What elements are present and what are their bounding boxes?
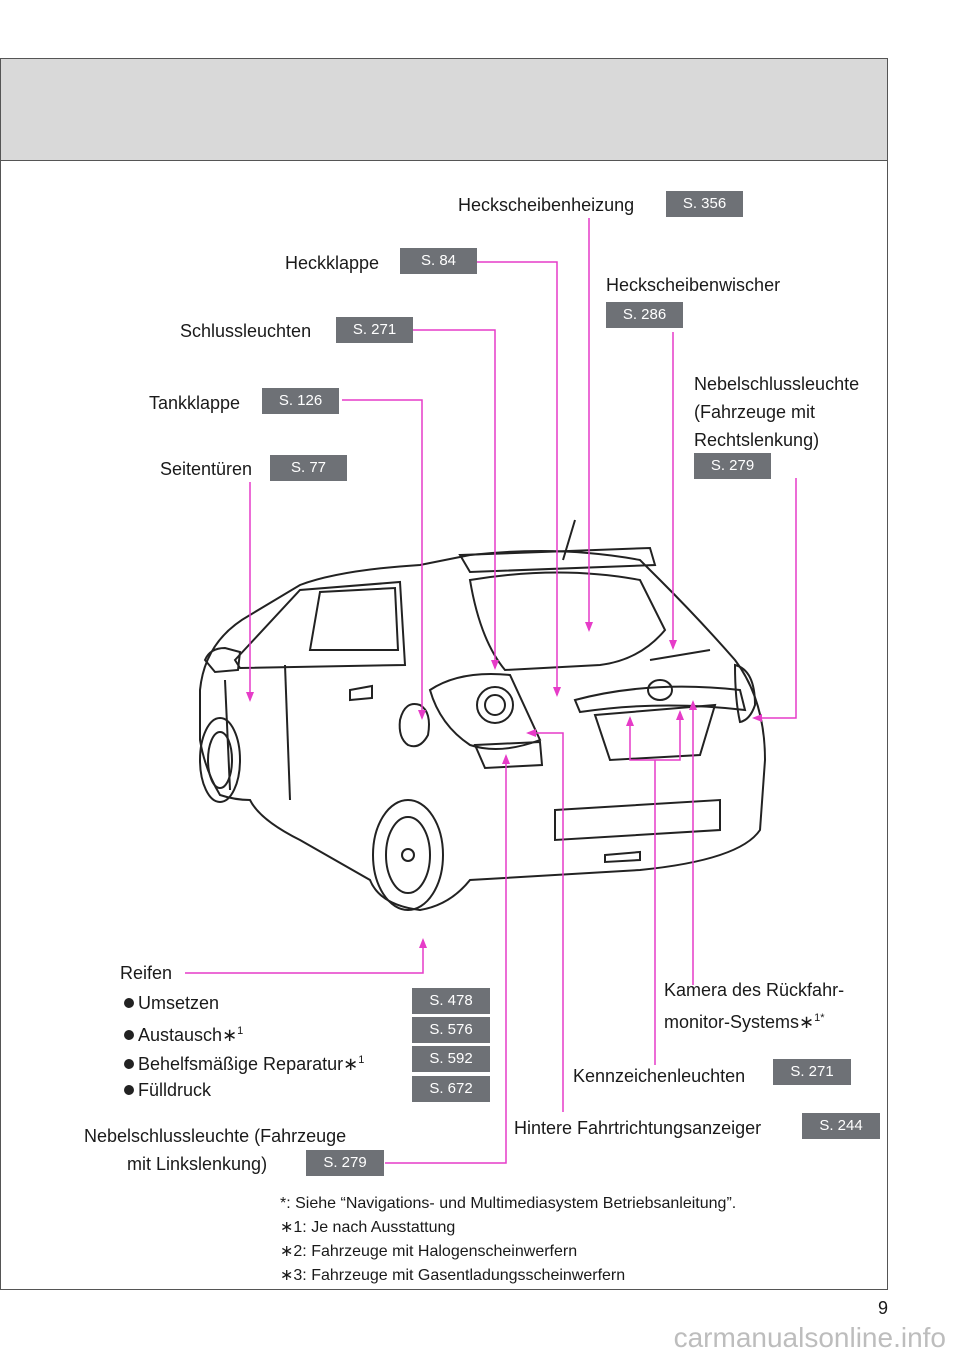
bullet-fuelldruck: Fülldruck xyxy=(124,1079,211,1101)
label-schlussleuchten: Schlussleuchten xyxy=(180,321,312,341)
page-badge-fahrtrichtung[interactable]: S. 244 xyxy=(802,1113,880,1139)
section-header-bar xyxy=(1,59,887,161)
page-badge-umsetzen[interactable]: S. 478 xyxy=(412,988,490,1014)
label-nebel-rechts-3: Rechtslenkung) xyxy=(694,430,820,450)
bullet-umsetzen: Umsetzen xyxy=(124,992,219,1014)
footnote-ref: 1* xyxy=(814,1012,825,1024)
label-nebel-rechts-1: Nebelschlussleuchte xyxy=(694,374,860,394)
page-number: 9 xyxy=(877,1298,888,1318)
page-badge-fuelldruck[interactable]: S. 672 xyxy=(412,1076,490,1102)
label-nebel-links-2: mit Linkslenkung) xyxy=(127,1154,268,1174)
label-kamera-1: Kamera des Rückfahr- xyxy=(664,980,845,1000)
label-nebel-links-1: Nebelschlussleuchte (Fahrzeuge xyxy=(84,1126,347,1146)
page-badge-schlussleuchten[interactable]: S. 271 xyxy=(336,317,413,343)
footnote-star: *: Siehe “Navigations- und Multimediasys… xyxy=(280,1195,737,1212)
footnote-3: ∗3: Fahrzeuge mit Gasentladungsscheinwer… xyxy=(280,1267,626,1284)
leader-reifen xyxy=(185,940,424,974)
bullet-dot xyxy=(124,1030,134,1040)
page-badge-behelfs[interactable]: S. 592 xyxy=(412,1046,490,1072)
page-badge-tankklappe[interactable]: S. 126 xyxy=(262,388,339,414)
page-badge-austausch[interactable]: S. 576 xyxy=(412,1017,490,1043)
page-badge-seitentueren[interactable]: S. 77 xyxy=(270,455,347,481)
leader-lines xyxy=(185,218,797,1164)
bullet-austausch-text: Austausch xyxy=(138,1025,223,1045)
watermark: carmanualsonline.info xyxy=(673,1322,946,1353)
footnote-ref: 1 xyxy=(358,1054,365,1066)
label-seitentueren: Seitentüren xyxy=(160,459,253,479)
footnote-ref: 1 xyxy=(237,1025,244,1037)
leader-schlussleuchten xyxy=(413,329,496,668)
footnote-1: ∗1: Je nach Ausstattung xyxy=(280,1219,456,1236)
label-nebel-rechts-2: (Fahrzeuge mit xyxy=(694,402,816,422)
leader-nebel-rechts xyxy=(754,478,797,719)
page-badge-heckscheibenheizung[interactable]: S. 356 xyxy=(666,191,743,217)
label-heckscheibenheizung: Heckscheibenheizung xyxy=(458,195,635,215)
car-outline xyxy=(199,519,767,912)
bullet-behelfs-text: Behelfsmäßige Reparatur xyxy=(138,1054,344,1074)
page-badge-nebel-rechts[interactable]: S. 279 xyxy=(694,453,771,479)
page-badge-heckklappe[interactable]: S. 84 xyxy=(400,248,477,274)
leader-kennzeichen xyxy=(629,712,681,1065)
bullet-dot xyxy=(124,1059,134,1069)
leader-heckklappe xyxy=(477,261,558,695)
label-kennzeichen: Kennzeichenleuchten xyxy=(573,1066,746,1086)
bullet-behelfs: Behelfsmäßige Reparatur∗1 xyxy=(124,1049,364,1075)
page-badge-heckscheibenwischer[interactable]: S. 286 xyxy=(606,302,683,328)
leader-tankklappe xyxy=(342,399,423,718)
page-frame xyxy=(0,58,888,1290)
bullet-dot xyxy=(124,1085,134,1095)
label-tankklappe: Tankklappe xyxy=(149,393,241,413)
label-kamera-2-text: monitor-Systems xyxy=(664,1012,800,1032)
label-reifen: Reifen xyxy=(120,963,173,983)
leader-nebel-links xyxy=(385,756,507,1164)
label-heckscheibenwischer: Heckscheibenwischer xyxy=(606,275,781,295)
leader-arrowheads xyxy=(246,622,762,948)
bullet-umsetzen-text: Umsetzen xyxy=(138,993,220,1013)
bullet-austausch: Austausch∗1 xyxy=(124,1020,243,1046)
page-badge-nebel-links[interactable]: S. 279 xyxy=(306,1150,384,1176)
bullet-fuelldruck-text: Fülldruck xyxy=(138,1080,212,1100)
leader-fahrtrichtung xyxy=(528,732,564,1112)
page-badge-kennzeichen[interactable]: S. 271 xyxy=(773,1059,851,1085)
label-heckklappe: Heckklappe xyxy=(285,253,380,273)
label-kamera-2: monitor-Systems∗1* xyxy=(664,1012,825,1032)
footnote-2: ∗2: Fahrzeuge mit Halogenscheinwerfern xyxy=(280,1243,578,1260)
bullet-dot xyxy=(124,998,134,1008)
label-fahrtrichtung: Hintere Fahrtrichtungsanzeiger xyxy=(514,1118,762,1138)
